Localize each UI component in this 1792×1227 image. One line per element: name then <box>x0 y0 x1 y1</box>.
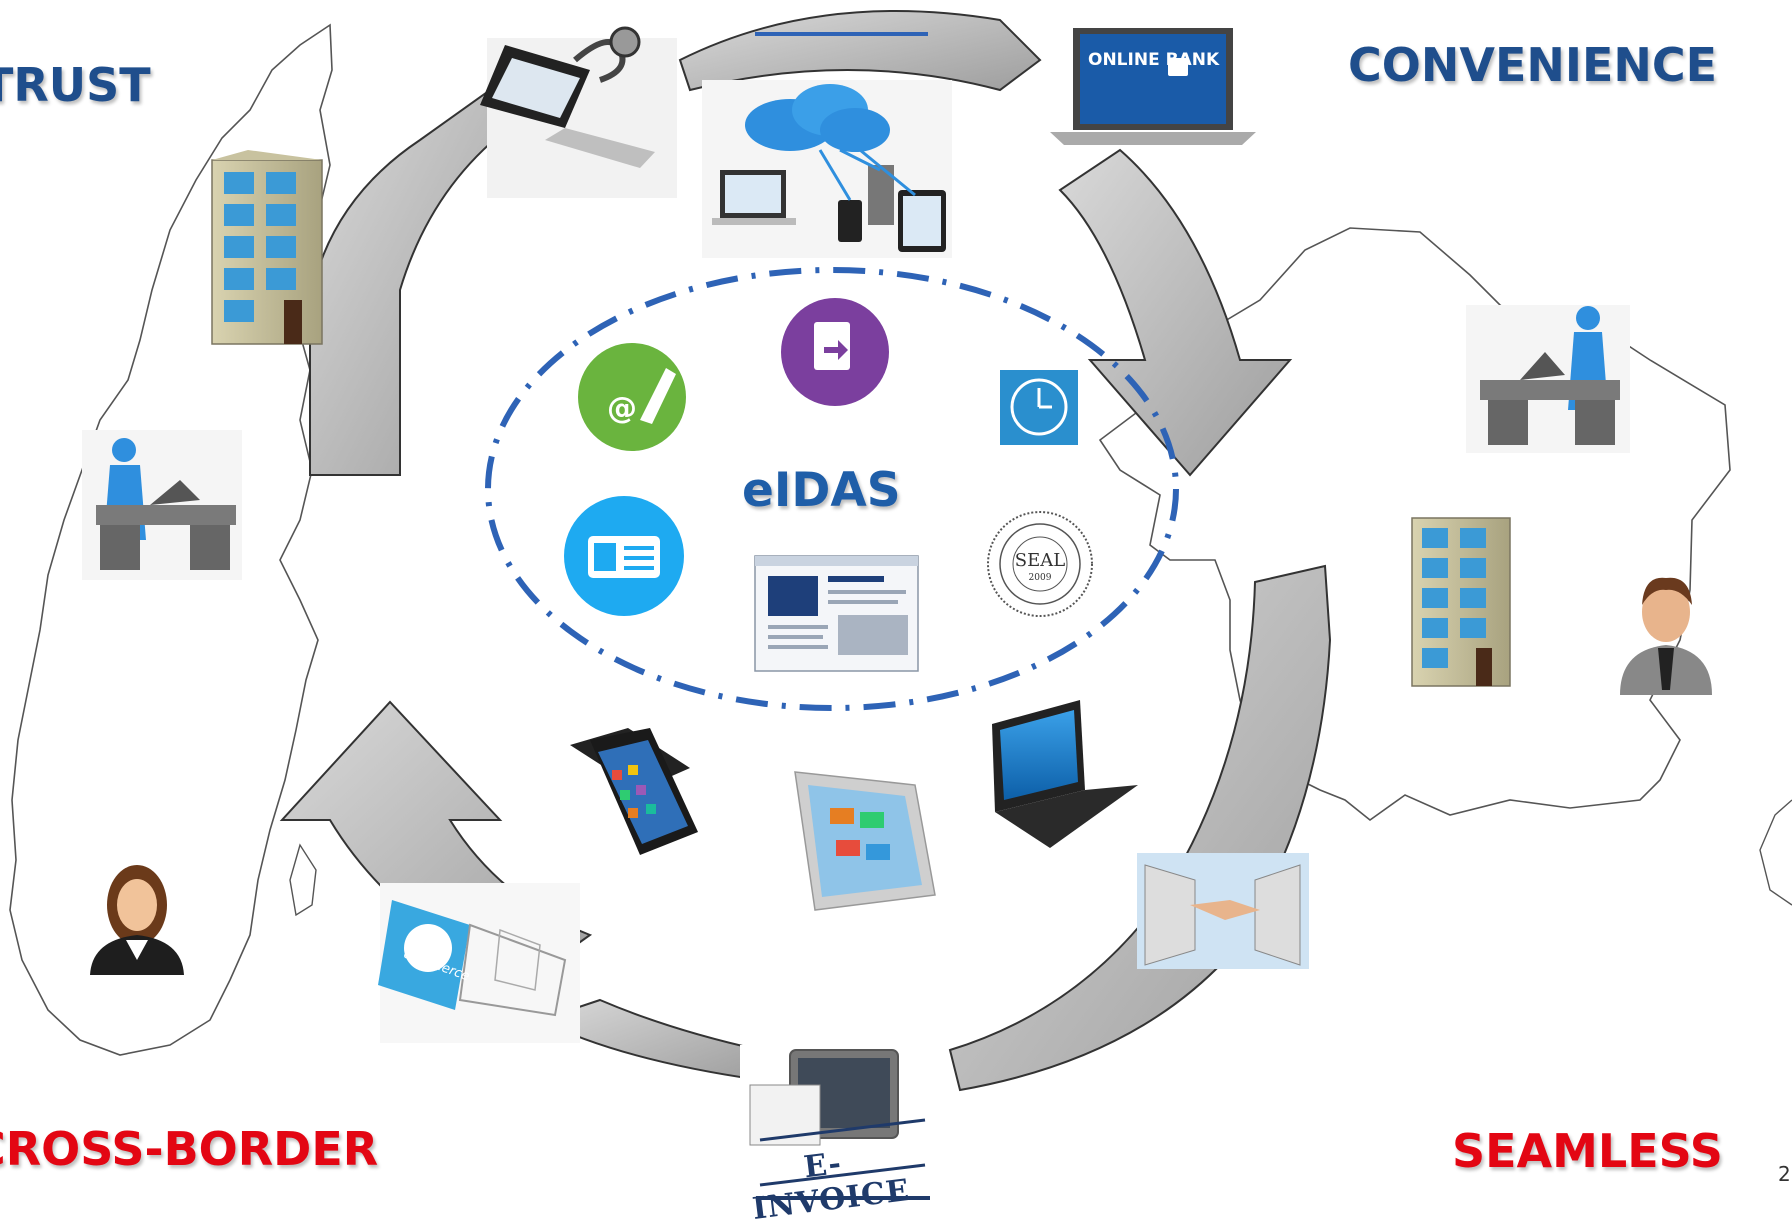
tablet-icon <box>794 771 936 911</box>
eidas-title: eIDAS <box>742 463 901 518</box>
online-bank-label: ONLINE BANK <box>1088 50 1220 70</box>
label-trust: TRUST <box>0 58 151 112</box>
e-commerce-cart-icon <box>378 883 580 1043</box>
businesswoman-avatar-icon <box>90 865 184 975</box>
office-building-icon-left <box>211 150 323 345</box>
smartphones-icon <box>570 728 698 855</box>
document-transfer-icon <box>781 298 889 406</box>
label-convenience: CONVENIENCE <box>1348 38 1718 92</box>
timestamp-clock-icon <box>1000 370 1078 445</box>
cloud-devices-icon <box>702 80 952 258</box>
arrow-top-left <box>309 88 508 476</box>
svg-text:@: @ <box>607 391 637 426</box>
seal-label: SEAL <box>1014 550 1066 571</box>
desk-worker-icon-right <box>1466 305 1630 453</box>
company-seal-icon <box>987 511 1093 617</box>
businessman-avatar-icon <box>1620 577 1712 695</box>
handshake-computers-icon <box>1137 853 1309 969</box>
label-seamless: SEAMLESS <box>1452 1124 1723 1178</box>
desk-worker-icon-left <box>82 430 242 580</box>
arrow-top <box>678 10 1042 92</box>
page-number: 2 <box>1778 1162 1791 1186</box>
gotland-island <box>289 843 317 917</box>
laptop-icon <box>992 700 1138 848</box>
website-authentication-icon <box>754 555 919 672</box>
e-invoice-icon <box>740 1045 926 1203</box>
e-signature-icon: @ <box>578 343 686 451</box>
map-fragment-right <box>1759 799 1792 906</box>
office-building-icon-right <box>1411 517 1511 687</box>
id-card-icon <box>564 496 684 616</box>
eidas-dashed-ellipse <box>485 267 1179 711</box>
arrow-right <box>948 564 1332 1092</box>
sweden-map-outline <box>9 23 333 1056</box>
seal-year: 2009 <box>1028 573 1052 583</box>
germany-map-outline <box>1098 227 1731 822</box>
online-bank-laptop-icon <box>1050 28 1256 145</box>
arrow-top-right <box>1058 148 1293 477</box>
label-cross-border: CROSS-BORDER <box>0 1122 379 1176</box>
e-health-laptop-icon <box>480 26 677 198</box>
